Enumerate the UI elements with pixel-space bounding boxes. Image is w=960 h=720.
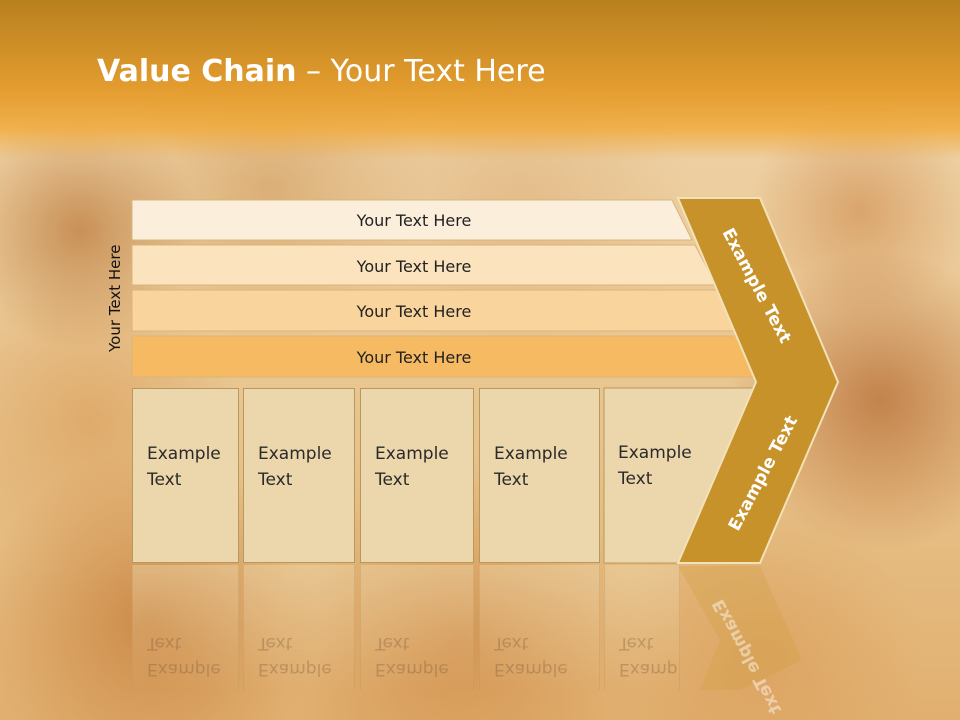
title-rest: – Your Text Here: [296, 54, 546, 89]
title-bold: Value Chain: [97, 54, 297, 89]
cell-1[interactable]: Example Text: [132, 388, 239, 563]
bar-1-shape[interactable]: [131, 199, 693, 241]
cell-1-line1: Example: [147, 444, 221, 464]
cell-3[interactable]: Example Text: [360, 388, 474, 563]
cell-5-line2: Text: [618, 469, 653, 489]
cell-2[interactable]: Example Text: [243, 388, 355, 563]
cell-1-line2: Text: [147, 470, 182, 490]
bar-3-label: Your Text Here: [356, 301, 472, 321]
slide-title[interactable]: Value Chain – Your Text Here: [97, 54, 546, 89]
cell-5: Example Text: [604, 388, 694, 563]
bar-1: Your Text Here: [132, 200, 672, 240]
cell-5-line1: Example: [618, 443, 692, 463]
cell-4[interactable]: Example Text: [479, 388, 600, 563]
title-band: [0, 0, 960, 160]
cell-3-line2: Text: [375, 470, 410, 490]
bar-4-label: Your Text Here: [356, 347, 472, 367]
cell-4-line1: Example: [494, 444, 568, 464]
chevron-reflection: [678, 566, 802, 690]
bar-1-label: Your Text Here: [356, 210, 472, 230]
cell-3-line1: Example: [375, 444, 449, 464]
cell-2-line2: Text: [258, 470, 293, 490]
bar-4: Your Text Here: [132, 337, 732, 377]
chevron-shape[interactable]: [676, 197, 840, 564]
bar-2: Your Text Here: [132, 246, 692, 286]
bar-3: Your Text Here: [132, 291, 712, 331]
cell-2-line1: Example: [258, 444, 332, 464]
bar-2-label: Your Text Here: [356, 256, 472, 276]
cell-4-line2: Text: [494, 470, 529, 490]
